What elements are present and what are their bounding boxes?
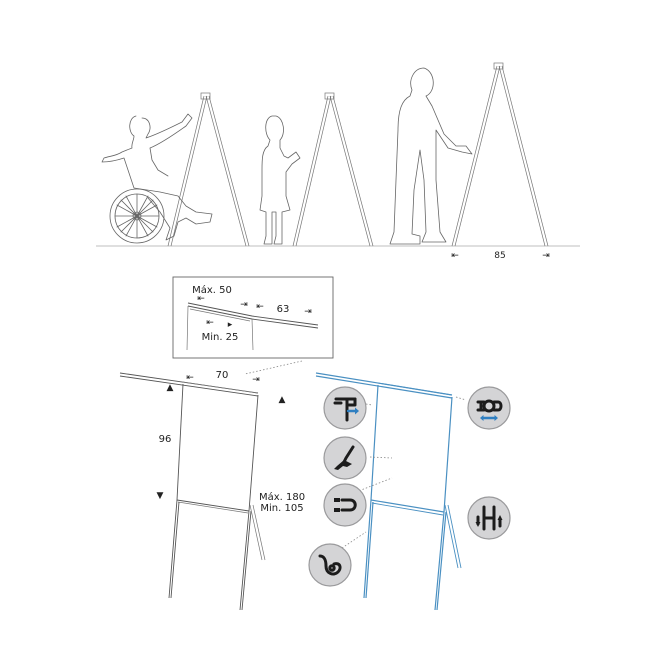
marker-holder-icon	[318, 554, 342, 576]
easel-tripod-3	[451, 62, 549, 247]
feature-easel	[315, 372, 467, 611]
svg-text:⇤: ⇤	[197, 294, 205, 304]
svg-text:▼: ▼	[157, 491, 164, 501]
arm-length-label: 63	[277, 304, 290, 315]
extendable-arm-icon	[333, 397, 359, 422]
leg-spread-dimension: ⇤ ⇥ 85	[451, 251, 550, 261]
arm-max-label: Máx. 50	[192, 284, 232, 296]
dimensioned-easel: ▲ ▲ ▼ ⇤ ⇥ 70 96 Máx. 180 Min. 105	[119, 370, 305, 611]
svg-text:⇥: ⇥	[542, 251, 550, 261]
svg-text:▲: ▲	[279, 395, 286, 405]
arm-extension-inset: ⇤ ⇥ ⇤ ⇥ ⇤ ▸ Máx. 50 Min. 25 63	[172, 276, 334, 359]
svg-text:⇥: ⇥	[240, 300, 248, 310]
easel-tripod-2	[292, 92, 374, 247]
adult-figure	[389, 67, 473, 245]
height-min-label: Min. 105	[260, 503, 303, 514]
board-height-label: 96	[159, 434, 172, 445]
svg-text:⇤: ⇤	[186, 373, 194, 383]
svg-text:⇥: ⇥	[304, 307, 312, 317]
height-adjust-badge	[467, 496, 511, 540]
svg-text:⇤: ⇤	[206, 318, 214, 328]
svg-text:⇤: ⇤	[256, 302, 264, 312]
usage-scenes: ⇤ ⇥ 85	[96, 62, 580, 261]
top-width-label: 70	[216, 370, 229, 381]
height-adjust-icon	[475, 505, 503, 531]
arm-min-label: Min. 25	[202, 332, 239, 343]
easel-tripod-1	[167, 92, 250, 247]
marker-holder-badge	[308, 543, 352, 587]
svg-text:⇤: ⇤	[451, 251, 459, 261]
svg-text:⇥: ⇥	[252, 375, 260, 385]
magnetic-icon	[334, 498, 357, 512]
paper-clamp-badge	[467, 386, 511, 430]
extendable-arm-badge	[323, 386, 367, 430]
leg-spread-label: 85	[494, 251, 505, 261]
wheelchair-user-figure	[101, 113, 213, 244]
svg-text:▲: ▲	[167, 383, 174, 393]
magnetic-badge	[323, 483, 367, 527]
paper-clamp-icon	[476, 399, 503, 421]
writing-surface-badge	[323, 436, 367, 480]
height-max-label: Máx. 180	[259, 491, 305, 503]
svg-text:▸: ▸	[228, 320, 233, 330]
writing-surface-icon	[334, 445, 355, 470]
child-figure	[259, 115, 301, 245]
inset-leader-line	[244, 360, 303, 375]
